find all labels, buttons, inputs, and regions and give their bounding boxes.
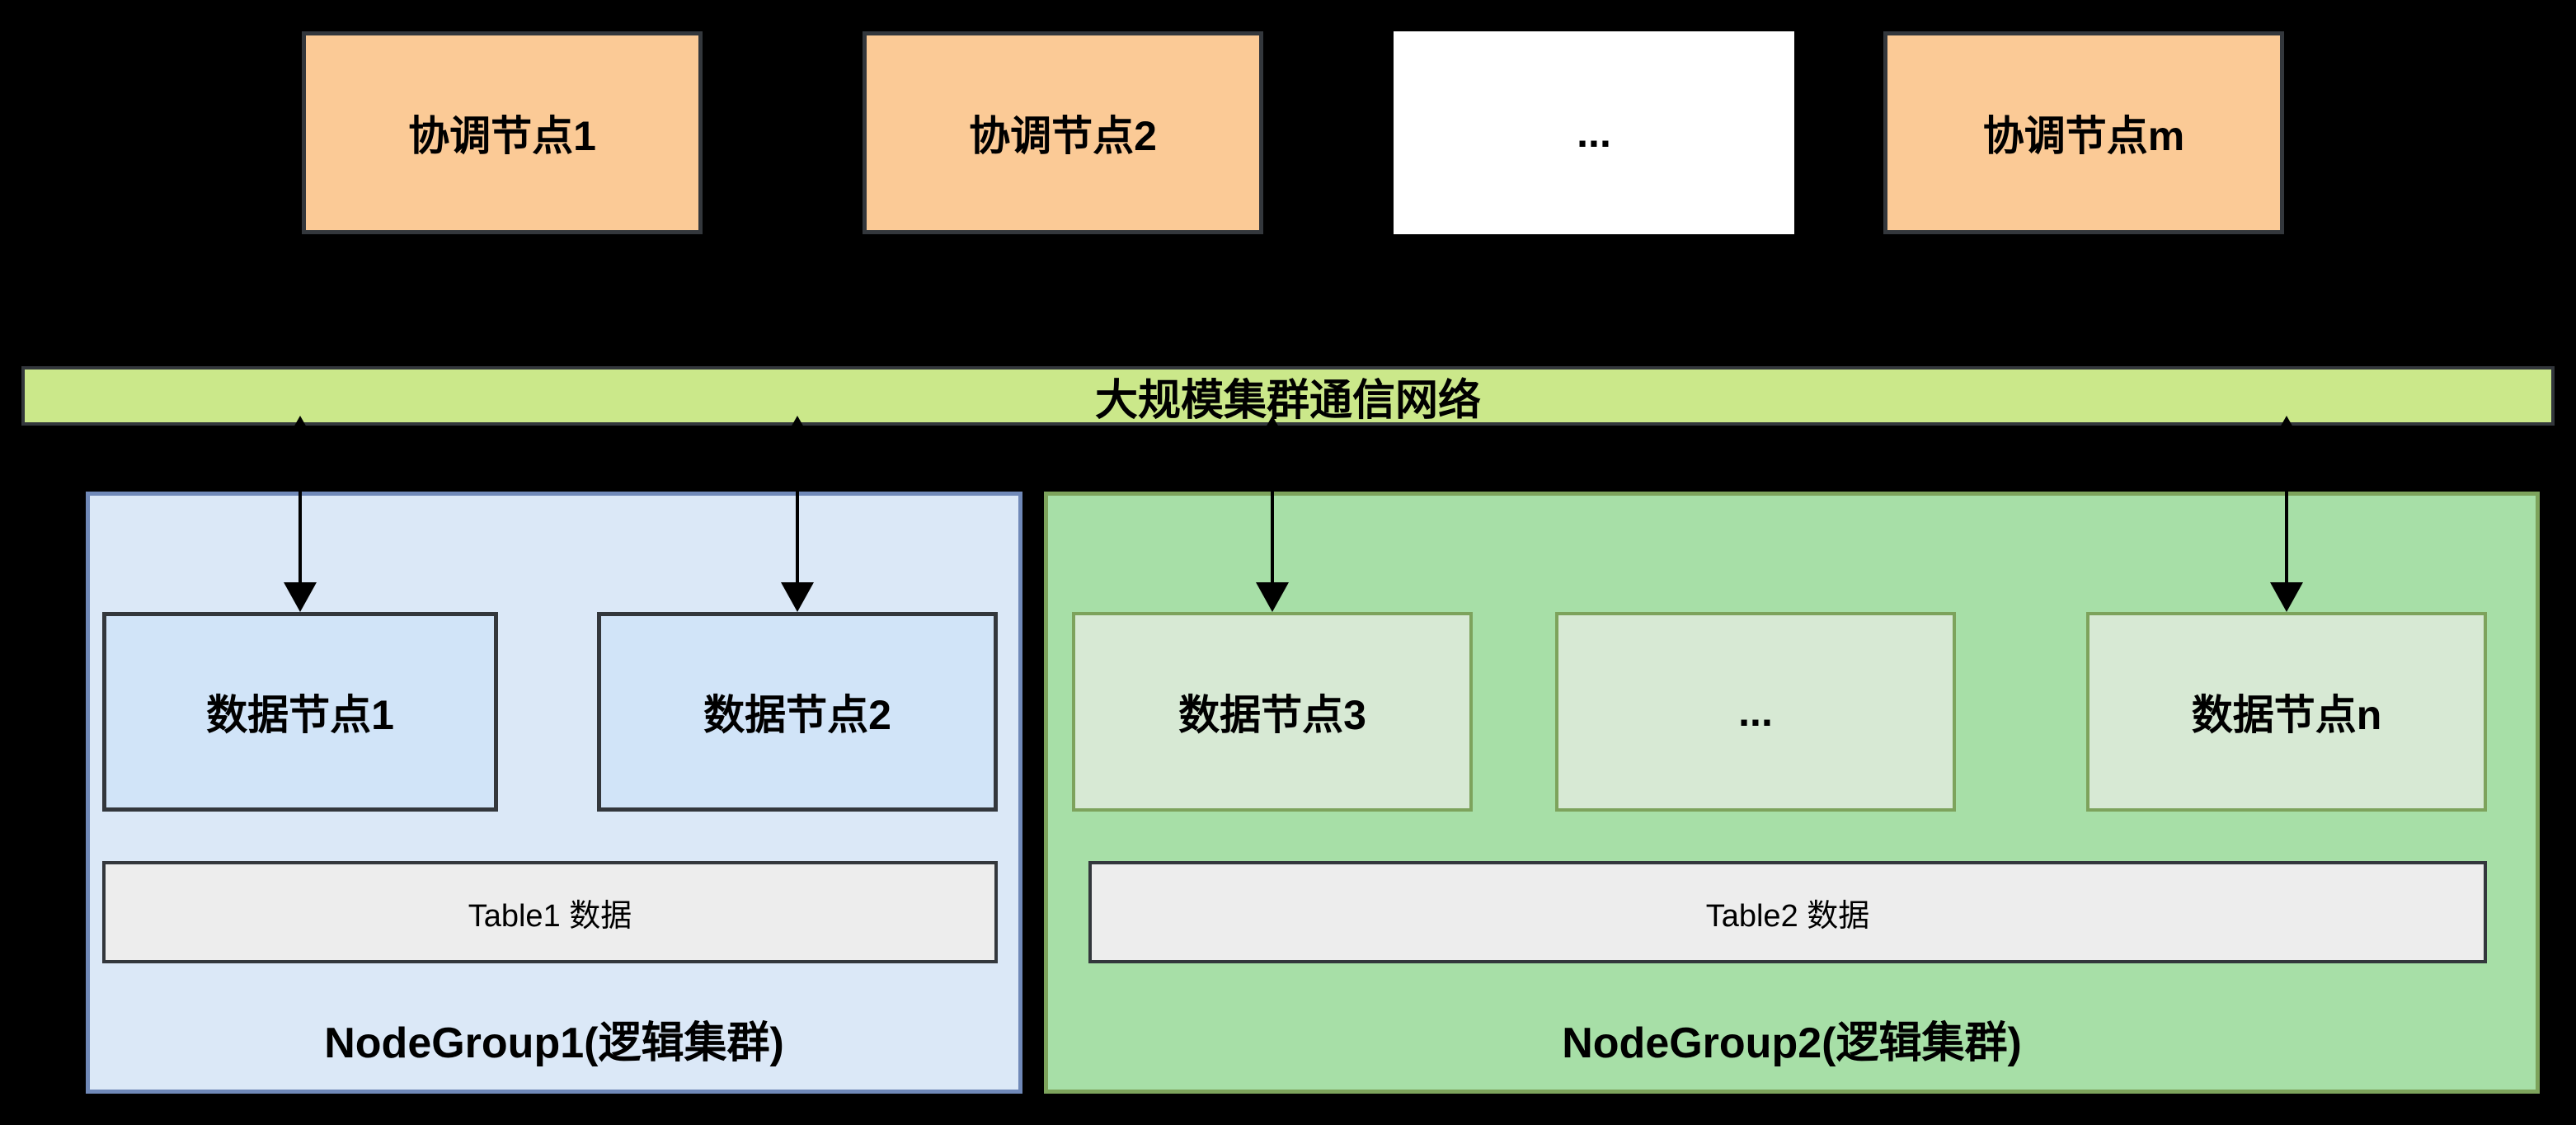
arrowhead-down-icon [2069, 340, 2099, 366]
connector-line [2285, 426, 2288, 582]
node-group-1-label: NodeGroup1(逻辑集群) [324, 1019, 784, 1067]
arrowhead-down-icon [1256, 582, 1289, 612]
coordinator-node-1: 协调节点1 [302, 31, 703, 234]
table2-data-bar: Table2 数据 [1088, 861, 2487, 963]
arrowhead-up-icon [2280, 416, 2293, 427]
node-group-2-label: NodeGroup2(逻辑集群) [1562, 1019, 2022, 1067]
connector-line [1061, 234, 1065, 340]
connector-line [1592, 234, 1596, 340]
arrowhead-down-icon [1048, 340, 1078, 366]
arrowhead-down-icon [487, 340, 517, 366]
table1-data-bar: Table1 数据 [102, 861, 998, 963]
data-node-2: 数据节点2 [597, 612, 998, 812]
connector-line [796, 426, 799, 582]
arrowhead-up-icon [1266, 416, 1279, 427]
connector-line [501, 234, 504, 340]
arrowhead-up-icon [294, 416, 307, 427]
data-node-3: 数据节点3 [1072, 612, 1473, 812]
connector-line [298, 426, 302, 582]
data-node-ellipsis: ... [1555, 612, 1956, 812]
arrowhead-up-icon [791, 416, 804, 427]
coordinator-node-ellipsis: ... [1394, 31, 1794, 234]
arrowhead-down-icon [781, 582, 814, 612]
arrowhead-down-icon [1579, 340, 1609, 366]
connector-line [1271, 426, 1274, 582]
coordinator-node-m: 协调节点m [1883, 31, 2284, 234]
arrowhead-down-icon [284, 582, 317, 612]
arrowhead-down-icon [2270, 582, 2303, 612]
data-node-n: 数据节点n [2086, 612, 2487, 812]
connector-line [2082, 234, 2085, 340]
network-bar: 大规模集群通信网络 [21, 366, 2555, 426]
coordinator-node-2: 协调节点2 [863, 31, 1263, 234]
data-node-1: 数据节点1 [102, 612, 498, 812]
